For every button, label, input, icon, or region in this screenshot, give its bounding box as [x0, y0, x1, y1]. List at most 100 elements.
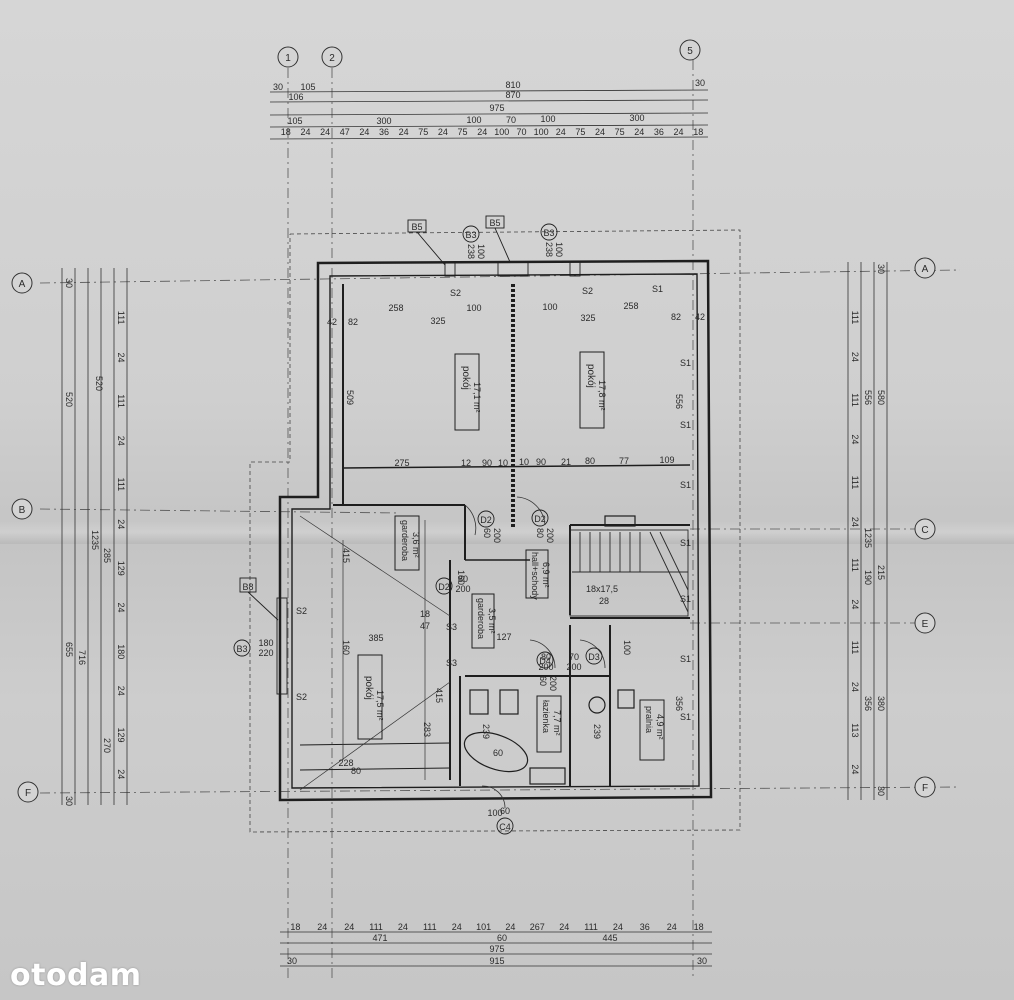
paper-fold [0, 520, 1014, 544]
construction-lines [299, 515, 451, 791]
door-swing [529, 639, 556, 669]
window-frame [276, 597, 288, 695]
window-size: 100 [476, 244, 486, 259]
dim-label: 111 [850, 476, 860, 490]
dim-label: 18 [694, 922, 704, 932]
dim-label: 70 [516, 127, 526, 137]
right-dimension-lines [847, 262, 888, 800]
dim-label: 18 [693, 127, 703, 137]
door-swing [481, 785, 506, 809]
axis-bubble-C-right [914, 518, 936, 540]
dim-label: 24 [667, 922, 677, 932]
dim-label: 75 [575, 127, 585, 137]
door-tag-bubble [435, 577, 453, 595]
dim-label: 270 [102, 738, 112, 753]
door-size: 80 [541, 652, 551, 662]
dim-label: 300 [376, 116, 391, 126]
dim-label: 109 [659, 455, 674, 465]
dim-label: 24 [634, 127, 644, 137]
sill-labels: S2 S2 S1 S1 S1 S1 S1 S1 S1 S1 S2 S2 S3 S… [296, 284, 691, 722]
sill-tag: S3 [446, 622, 457, 632]
dim-label: 100 [494, 127, 509, 137]
dim-label: 106 [288, 92, 303, 102]
axis-bubble-B-left [11, 498, 33, 520]
dim-label: 24 [116, 519, 126, 529]
dim-label: 100 [534, 127, 549, 137]
door-tag-bubble [531, 509, 549, 527]
room-name: łazienka [541, 700, 551, 733]
dim-label: 60 [493, 748, 503, 758]
sill-tag: S2 [450, 288, 461, 298]
axis-label-row: B [19, 505, 26, 516]
dim-label: 380 [876, 696, 886, 711]
dim-label: 30 [64, 278, 74, 288]
vent-icon [529, 767, 566, 785]
room-labels [357, 351, 665, 761]
interior-dimensions: 258 100 100 258 42 82 325 325 82 42 275 … [327, 301, 705, 776]
dim-label: 105 [300, 82, 315, 92]
dim-label: 80 [585, 456, 595, 466]
axis-label-row: A [922, 264, 929, 275]
bottom-dimension-lines [280, 931, 712, 967]
room-name: pralnia [644, 706, 654, 733]
dim-label: 509 [345, 390, 355, 405]
window-frame [569, 261, 581, 277]
dim-label: 1235 [863, 528, 873, 548]
room-name: garderoba [400, 520, 410, 561]
dim-label: 105 [287, 116, 302, 126]
room-area: 3,6 m² [411, 532, 421, 558]
dim-label: 24 [116, 603, 126, 613]
dim-label: 180 [116, 644, 126, 659]
bottom-dimensions: 471 60 445 975 30 915 30 [287, 933, 707, 966]
dim-label: 18 [290, 922, 300, 932]
dim-label: 82 [348, 317, 358, 327]
window-size: 100 [554, 242, 564, 257]
dim-label: 215 [876, 565, 886, 580]
window-tag-bubble [540, 223, 558, 241]
dim-label: 228 [338, 758, 353, 768]
axis-label-row: A [19, 279, 26, 290]
door-size: 200 [455, 584, 470, 594]
door-tag-bubble [536, 651, 554, 669]
room-names: pokój 17,1 m² pokój 17,8 m² garderoba 3,… [363, 364, 665, 740]
dim-label: 111 [423, 922, 437, 932]
left-dimensions: 30 520 1235 655 30 520 285 716 270 [64, 278, 112, 806]
dim-label: 24 [850, 352, 860, 362]
dim-label: 24 [613, 922, 623, 932]
door-tag: D2 [534, 514, 546, 524]
dim-label: 100 [622, 640, 632, 655]
sill-tag: S1 [680, 420, 691, 430]
room-area: 6,9 m² [541, 562, 551, 588]
dim-label: 415 [434, 688, 444, 703]
dim-label: 239 [592, 724, 602, 739]
dim-label: 471 [372, 933, 387, 943]
dim-label: 30 [876, 786, 886, 796]
room-area: 17,8 m² [597, 380, 607, 411]
dim-label: 716 [77, 650, 87, 665]
dim-label: 111 [116, 478, 126, 492]
dim-label: 75 [418, 127, 428, 137]
room-name: pokój [460, 366, 471, 390]
dim-label: 520 [64, 392, 74, 407]
dim-label: 100 [466, 115, 481, 125]
dim-label: 42 [695, 312, 705, 322]
dim-label: 24 [344, 922, 354, 932]
axis-gridlines [39, 60, 961, 980]
sill-tag: S2 [582, 286, 593, 296]
sill-tag: S1 [680, 538, 691, 548]
window-frame [497, 261, 529, 277]
sill-tag: S2 [296, 606, 307, 616]
dim-label: 24 [850, 434, 860, 444]
dim-label: 160 [341, 640, 351, 655]
room-area: 17,1 m² [472, 382, 482, 413]
staircase [569, 529, 689, 617]
door-tag: D4 [539, 656, 551, 666]
room-label-box [525, 549, 549, 599]
door-size: 200 [492, 528, 502, 543]
dim-label: 325 [430, 316, 445, 326]
dim-label: 36 [654, 127, 664, 137]
dim-label: 24 [505, 922, 515, 932]
window-size: 238 [544, 242, 554, 257]
room-label-box [454, 353, 480, 431]
